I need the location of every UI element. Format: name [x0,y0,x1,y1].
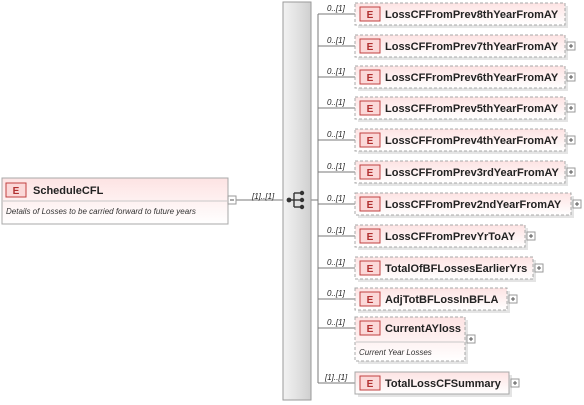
cardinality-label: 0..[1] [327,318,346,327]
connector-lines [236,13,355,384]
element-box [354,224,526,248]
cardinality-label: [1]..[1] [324,373,348,382]
element-losscffromprev2ndyearfromay[interactable]: 0..[1] E LossCFFromPrev2ndYearFromAY [327,192,582,218]
element-name: LossCFFromPrevYrToAY [385,231,516,243]
element-badge-label: E [367,104,374,115]
element-name: LossCFFromPrev3rdYearFromAY [385,167,559,179]
root-element-schedulecfl[interactable]: E ScheduleCFL Details of Losses to be ca… [1,177,275,225]
minus-collapse-icon[interactable] [227,195,237,205]
element-badge-label: E [367,379,374,390]
element-badge-icon: E [359,196,381,212]
element-badge-label: E [13,186,20,197]
element-box [354,65,566,89]
element-totallosscfsummary[interactable]: [1]..[1] E TotalLossCFSummary [324,371,520,397]
element-name: LossCFFromPrev4thYearFromAY [385,135,559,147]
plus-expand-icon[interactable] [526,231,536,241]
element-badge-icon: E [359,228,381,244]
plus-expand-icon[interactable] [566,72,576,82]
cardinality-label: 0..[1] [327,162,346,171]
element-badge-label: E [367,295,374,306]
element-badge-label: E [367,10,374,21]
element-name: TotalLossCFSummary [385,378,502,390]
cardinality-label: 0..[1] [327,289,346,298]
plus-expand-icon[interactable] [566,41,576,51]
element-name: TotalOfBFLossesEarlierYrs [385,263,527,275]
element-name: LossCFFromPrev7thYearFromAY [385,41,559,53]
element-losscffromprev7thyearfromay[interactable]: 0..[1] E LossCFFromPrev7thYearFromAY [327,34,576,60]
sequence-compositor-icon [286,190,305,210]
element-badge-label: E [367,200,374,211]
element-badge-icon: E [359,260,381,276]
element-badge-icon: E [359,320,381,336]
element-box [354,96,566,120]
plus-expand-icon[interactable] [466,334,476,344]
element-box [354,192,572,216]
plus-expand-icon[interactable] [572,199,582,209]
element-losscffromprevyrtoay[interactable]: 0..[1] E LossCFFromPrevYrToAY [327,224,536,250]
cardinality-label: 0..[1] [327,36,346,45]
element-name: LossCFFromPrev8thYearFromAY [385,9,559,21]
element-adjtotbflossinbfla[interactable]: 0..[1] E AdjTotBFLossInBFLA [327,287,518,313]
cardinality-label: 0..[1] [327,130,346,139]
element-box [354,160,566,184]
element-badge-label: E [367,232,374,243]
element-doc: Current Year Losses [359,348,432,357]
element-badge-icon: E [359,69,381,85]
element-losscffromprev6thyearfromay[interactable]: 0..[1] E LossCFFromPrev6thYearFromAY [327,65,576,91]
element-badge-icon: E [359,100,381,116]
element-box [354,2,566,26]
root-cardinality: [1]..[1] [251,192,275,201]
plus-expand-icon[interactable] [534,263,544,273]
plus-expand-icon[interactable] [566,135,576,145]
root-element-doc: Details of Losses to be carried forward … [6,207,196,216]
plus-expand-icon[interactable] [566,167,576,177]
element-losscffromprev5thyearfromay[interactable]: 0..[1] E LossCFFromPrev5thYearFromAY [327,96,576,122]
element-box [354,128,566,152]
element-badge-icon: E [359,164,381,180]
plus-expand-icon[interactable] [508,294,518,304]
sequence-compositor[interactable] [282,1,312,401]
element-badge-label: E [367,264,374,275]
element-badge-label: E [367,136,374,147]
element-badge-label: E [367,42,374,53]
element-badge-icon: E [5,182,27,198]
element-name: LossCFFromPrev6thYearFromAY [385,72,559,84]
root-element-name: ScheduleCFL [33,185,104,197]
element-losscffromprev8thyearfromay[interactable]: 0..[1] E LossCFFromPrev8thYearFromAY [327,2,568,28]
element-name: LossCFFromPrev5thYearFromAY [385,103,559,115]
element-totalofbflossesearlieryrs[interactable]: 0..[1] E TotalOfBFLossesEarlierYrs [327,256,544,282]
element-box [354,34,566,58]
element-badge-icon: E [359,6,381,22]
element-name: CurrentAYloss [385,323,461,335]
element-name: AdjTotBFLossInBFLA [385,294,498,306]
plus-expand-icon[interactable] [510,378,520,388]
cardinality-label: 0..[1] [327,67,346,76]
element-box [354,287,508,311]
cardinality-label: 0..[1] [327,258,346,267]
element-badge-label: E [367,324,374,335]
element-badge-icon: E [359,375,381,391]
element-box [354,256,534,280]
element-losscffromprev4thyearfromay[interactable]: 0..[1] E LossCFFromPrev4thYearFromAY [327,128,576,154]
plus-expand-icon[interactable] [566,103,576,113]
element-badge-icon: E [359,38,381,54]
cardinality-label: 0..[1] [327,226,346,235]
element-badge-icon: E [359,291,381,307]
cardinality-label: 0..[1] [327,194,346,203]
element-box [354,371,510,395]
cardinality-label: 0..[1] [327,98,346,107]
element-badge-label: E [367,73,374,84]
element-badge-icon: E [359,132,381,148]
element-losscffromprev3rdyearfromay[interactable]: 0..[1] E LossCFFromPrev3rdYearFromAY [327,160,576,186]
cardinality-label: 0..[1] [327,4,346,13]
element-badge-label: E [367,168,374,179]
element-name: LossCFFromPrev2ndYearFromAY [385,199,562,211]
